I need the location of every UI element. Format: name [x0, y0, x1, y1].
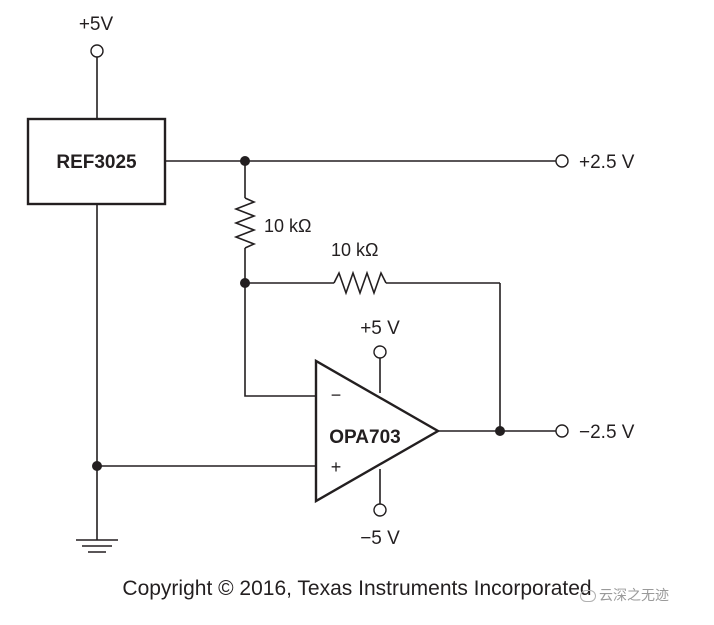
watermark-text: 云深之无迹 [599, 588, 669, 604]
watermark: 云深之无迹 [580, 585, 669, 605]
r2-value-label: 10 kΩ [331, 240, 378, 260]
r1-value-label: 10 kΩ [264, 216, 311, 236]
junction-dot [92, 461, 102, 471]
opamp-label: OPA703 [329, 427, 400, 448]
copyright-notice: Copyright © 2016, Texas Instruments Inco… [122, 577, 592, 600]
opamp-supply-neg-terminal [373, 503, 387, 517]
opamp-supply-neg-label: −5 V [360, 528, 400, 549]
r2-resistor [333, 270, 387, 296]
supply-5v-label: +5V [79, 14, 114, 35]
output-neg-label: −2.5 V [579, 422, 635, 443]
opamp-supply-pos-terminal [373, 345, 387, 359]
inverting-input-wire [244, 283, 316, 397]
opamp-inverting-sign: − [331, 385, 342, 405]
supply-5v-terminal [90, 44, 104, 58]
opamp-triangle [314, 358, 441, 504]
ref3025-label: REF3025 [56, 152, 137, 173]
wechat-icon [580, 590, 596, 602]
r1-resistor [233, 197, 257, 249]
ground-icon [76, 539, 118, 553]
junction-dot [495, 426, 505, 436]
output-pos-terminal [555, 154, 569, 168]
opamp-supply-pos-label: +5 V [360, 318, 400, 339]
output-pos-label: +2.5 V [579, 152, 635, 173]
output-neg-terminal [555, 424, 569, 438]
opamp-noninverting-sign: + [331, 457, 342, 477]
